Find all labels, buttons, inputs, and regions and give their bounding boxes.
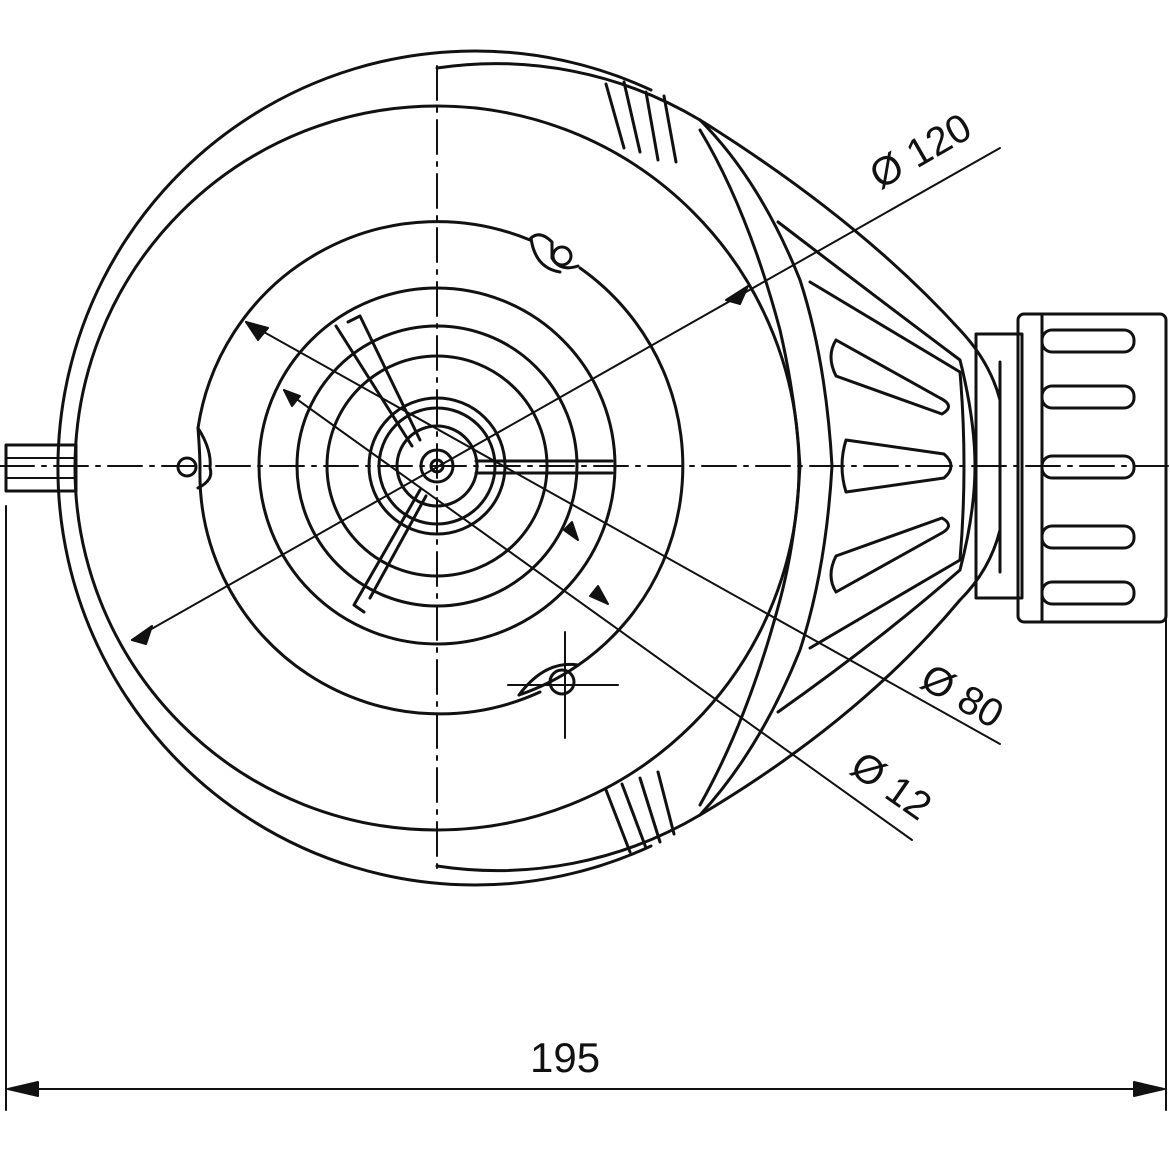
dia-120-label: Ø 120 [863, 105, 979, 198]
bottom-clip [604, 770, 676, 854]
outer-housing [56, 49, 801, 887]
mount-crosshair [507, 631, 619, 739]
dimension-lines [5, 147, 1167, 1111]
dia-80-leader [245, 321, 1001, 745]
overall-width-label: 195 [530, 1034, 600, 1081]
dia-12-label: Ø 12 [843, 743, 939, 829]
neck-ribs [829, 338, 953, 594]
end-cap [974, 312, 1168, 624]
dia-120-leader [131, 147, 1001, 641]
grille [176, 220, 685, 716]
end-cap-ribs [1040, 328, 1136, 606]
dia-12-leader [283, 389, 913, 841]
top-clip [604, 80, 678, 164]
dia-80-label: Ø 80 [914, 656, 1011, 737]
left-nub [4, 443, 78, 493]
center-lines [0, 65, 1170, 871]
grille-spokes [334, 314, 614, 614]
